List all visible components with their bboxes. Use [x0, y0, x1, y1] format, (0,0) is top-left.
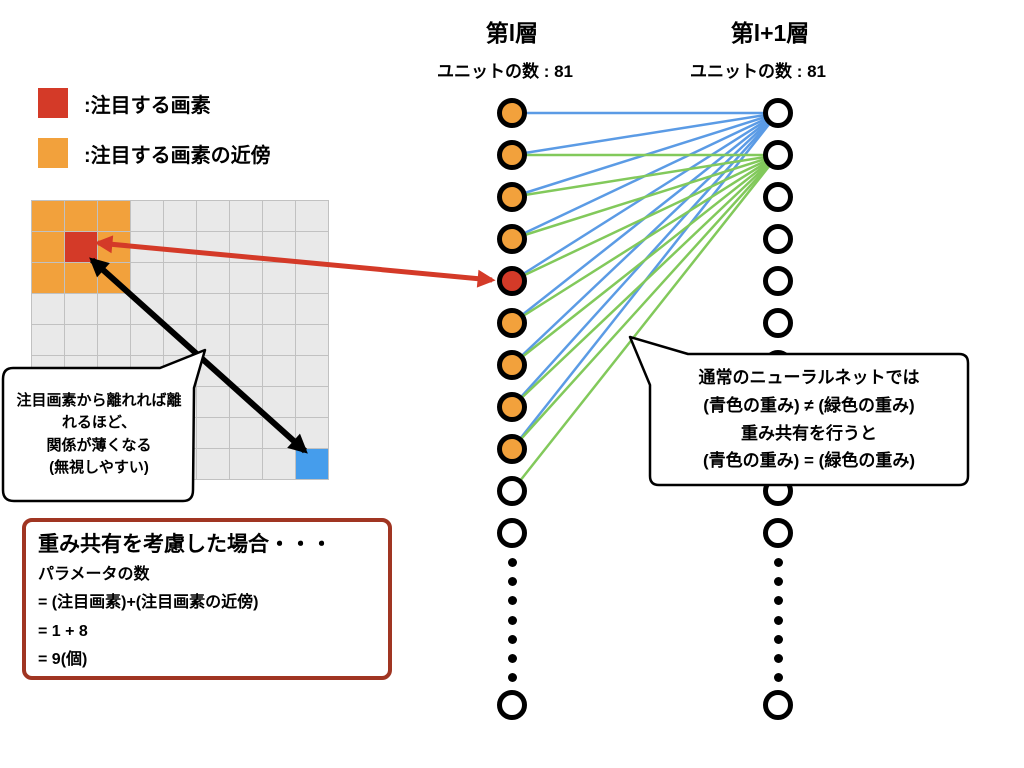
- neuron-layer-l1: [763, 182, 793, 212]
- left-bubble-line: 関係が薄くなる: [46, 436, 152, 454]
- green-connection-line: [511, 154, 779, 450]
- legend-neighbor-label: :注目する画素の近傍: [84, 144, 271, 167]
- grid-cell: [263, 449, 296, 480]
- ellipsis-dot: [507, 595, 517, 605]
- ellipsis-dot: [773, 653, 783, 663]
- param-box-line: = 9(個): [38, 651, 88, 669]
- green-connection-line: [511, 153, 779, 241]
- grid-cell: [230, 449, 263, 480]
- ellipsis-dot: [773, 595, 783, 605]
- neuron-layer-l: [497, 476, 527, 506]
- left-bubble-line: (無視しやすい): [49, 459, 149, 476]
- grid-cell: [230, 201, 263, 232]
- ellipsis-dot: [773, 557, 783, 567]
- grid-cell: [296, 201, 329, 232]
- ellipsis-dot: [507, 653, 517, 663]
- weight-sharing-note-box: 重み共有を考慮した場合・・・ パラメータの数 = (注目画素)+(注目画素の近傍…: [22, 518, 392, 680]
- neuron-layer-l: [497, 434, 527, 464]
- neuron-layer-l: [497, 140, 527, 170]
- layer-l1-title: 第l+1層: [730, 20, 810, 46]
- layer-l-unit-count: ユニットの数 : 81: [436, 62, 574, 81]
- neuron-layer-l: [497, 98, 527, 128]
- param-box-line: = 1 + 8: [38, 622, 88, 640]
- green-connection-line: [511, 154, 779, 408]
- neighbor-pixel-cell: [32, 263, 65, 294]
- left-bubble-line: 注目画素から離れれば離: [16, 391, 182, 409]
- neighbor-pixel-cell: [32, 201, 65, 232]
- right-bubble-line: 重み共有を行うと: [741, 423, 877, 443]
- neuron-layer-l: [497, 518, 527, 548]
- grid-cell: [197, 449, 230, 480]
- param-box-line: = (注目画素)+(注目画素の近傍): [38, 594, 259, 612]
- grid-cell: [32, 294, 65, 325]
- neighbor-pixel-cell: [65, 201, 98, 232]
- param-box-line: パラメータの数: [38, 566, 150, 583]
- blue-connection-line: [511, 111, 779, 157]
- distant-pixel-cell: [296, 449, 329, 480]
- right-bubble-text: 通常のニューラルネットでは (青色の重み) ≠ (緑色の重み) 重み共有を行うと…: [652, 356, 966, 483]
- legend-focus-label: :注目する画素: [84, 94, 211, 117]
- right-bubble-line: (青色の重み) ≠ (緑色の重み): [703, 395, 915, 415]
- right-bubble-line: 通常のニューラルネットでは: [698, 368, 920, 388]
- green-connection-line: [511, 154, 779, 366]
- green-connection-line: [511, 153, 779, 325]
- neuron-layer-l1: [763, 224, 793, 254]
- legend-neighbor-swatch: [38, 138, 68, 168]
- ellipsis-dot: [507, 615, 517, 625]
- ellipsis-dot: [773, 615, 783, 625]
- neuron-layer-l: [497, 266, 527, 296]
- layer-l1-unit-count: ユニットの数 : 81: [689, 62, 827, 81]
- neuron-layer-l: [497, 182, 527, 212]
- neuron-layer-l1: [763, 518, 793, 548]
- neuron-layer-l: [497, 690, 527, 720]
- neuron-layer-l1: [763, 140, 793, 170]
- neuron-layer-l1: [763, 690, 793, 720]
- green-connection-line: [511, 153, 779, 283]
- left-bubble-text: 注目画素から離れれば離 れるほど、 関係が薄くなる (無視しやすい): [3, 368, 195, 501]
- right-bubble-line: (青色の重み) = (緑色の重み): [702, 451, 916, 471]
- neuron-layer-l1: [763, 308, 793, 338]
- ellipsis-dot: [507, 557, 517, 567]
- ellipsis-dot: [773, 672, 783, 682]
- grid-cell: [263, 201, 296, 232]
- green-connection-line: [511, 153, 779, 199]
- grid-cell: [164, 201, 197, 232]
- param-box-title: 重み共有を考慮した場合・・・: [38, 533, 332, 556]
- neuron-layer-l1: [763, 266, 793, 296]
- neuron-layer-l: [497, 224, 527, 254]
- ellipsis-dot: [507, 672, 517, 682]
- legend-focus-swatch: [38, 88, 68, 118]
- right-speech-bubble: [628, 335, 970, 487]
- neighbor-pixel-cell: [98, 201, 131, 232]
- grid-cell: [131, 201, 164, 232]
- ellipsis-dot: [773, 576, 783, 586]
- left-bubble-line: れるほど、: [61, 414, 137, 431]
- green-connection-line: [511, 154, 779, 492]
- red-link-arrow: [94, 235, 496, 288]
- grid-cell: [197, 201, 230, 232]
- neuron-layer-l: [497, 392, 527, 422]
- neuron-layer-l: [497, 350, 527, 380]
- neuron-layer-l: [497, 308, 527, 338]
- neuron-layer-l1: [763, 98, 793, 128]
- grid-cell: [32, 325, 65, 356]
- ellipsis-dot: [773, 634, 783, 644]
- ellipsis-dot: [507, 576, 517, 586]
- ellipsis-dot: [507, 634, 517, 644]
- neighbor-pixel-cell: [32, 232, 65, 263]
- layer-l-title: 第l層: [485, 20, 539, 46]
